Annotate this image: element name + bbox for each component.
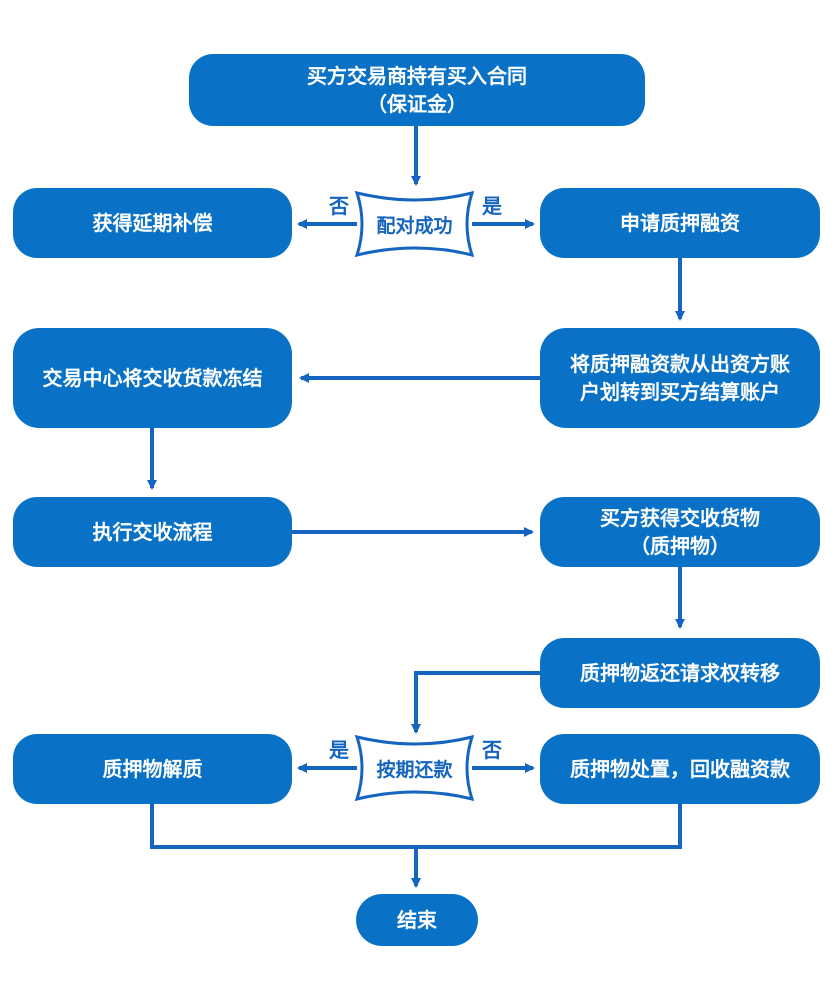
node-freeze-label: 交易中心将交收货款冻结: [42, 366, 263, 390]
node-buyer-goods: 买方获得交收货物 （质押物）: [540, 497, 820, 567]
node-buyer-goods-line1: 买方获得交收货物: [600, 506, 760, 530]
start-node: 买方交易商持有买入合同 （保证金）: [189, 54, 645, 126]
label-match-no: 否: [329, 194, 349, 218]
node-freeze: 交易中心将交收货款冻结: [13, 328, 292, 428]
node-release: 质押物解质: [13, 734, 292, 804]
node-transfer-line2: 户划转到买方结算账户: [580, 380, 780, 404]
label-repay-no: 否: [482, 738, 502, 762]
label-match-yes: 是: [482, 194, 502, 218]
arrow-right-to-repay: [411, 671, 540, 734]
connector-release-merge: [150, 803, 682, 849]
start-node-line2: （保证金）: [367, 92, 467, 116]
node-pledge-finance-label: 申请质押融资: [620, 211, 740, 235]
start-node-line1: 买方交易商持有买入合同: [307, 64, 527, 88]
node-transfer-right-label: 质押物返还请求权转移: [580, 661, 780, 685]
decision-match-text: 配对成功: [376, 215, 453, 237]
end-node-label: 结束: [397, 908, 437, 932]
decision-shape-match: [354, 190, 475, 258]
node-delivery-flow-label: 执行交收流程: [92, 520, 213, 544]
node-transfer-right: 质押物返还请求权转移: [540, 638, 820, 708]
decision-shape-repay: [354, 734, 475, 802]
node-dispose-label: 质押物处置，回收融资款: [570, 757, 790, 781]
node-pledge-finance: 申请质押融资: [540, 188, 820, 258]
node-compensate: 获得延期补偿: [13, 188, 292, 258]
node-delivery-flow: 执行交收流程: [13, 497, 292, 567]
decision-repay-text: 按期还款: [376, 759, 453, 781]
node-transfer: 将质押融资款从出资方账 户划转到买方结算账户: [540, 328, 820, 428]
node-dispose: 质押物处置，回收融资款: [540, 734, 820, 804]
node-release-label: 质押物解质: [102, 757, 203, 781]
node-buyer-goods-line2: （质押物）: [630, 534, 730, 558]
end-node: 结束: [356, 894, 478, 946]
label-repay-yes: 是: [329, 738, 349, 762]
node-transfer-line1: 将质押融资款从出资方账: [570, 352, 790, 376]
node-compensate-label: 获得延期补偿: [92, 211, 213, 235]
